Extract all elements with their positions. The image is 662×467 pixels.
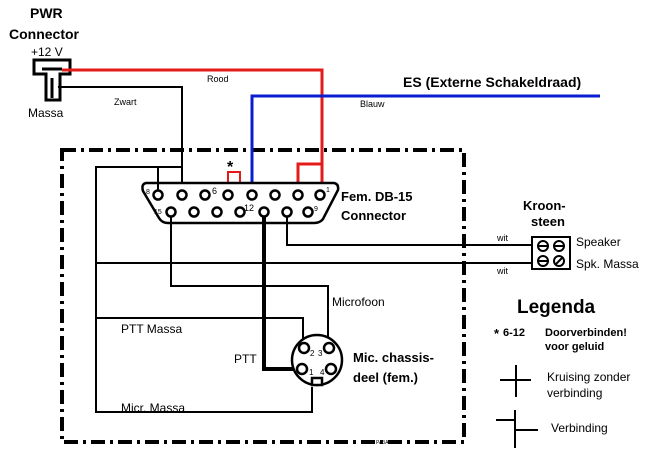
legend-junction-label: Verbinding [551,421,608,435]
db15-pin-12 [234,206,246,218]
mic-pin1-label: 1 [309,368,314,377]
blue-wire [250,94,600,190]
db15-pin-14 [188,206,200,218]
db15-pin-8 [152,189,164,201]
db15-pin6-label: 6 [212,186,217,196]
power-title-line2: Connector [9,26,80,42]
speaker-label: Speaker [576,235,621,249]
legend-title: Legenda [517,297,596,318]
bridge-star: * [227,159,234,176]
mic-title-line1: Mic. chassis- [353,350,434,365]
mic-pin-2 [297,341,311,355]
db15-pin-9 [302,206,314,218]
legend-note-line2: voor geluid [545,341,604,353]
red-wire-label: Rood [207,74,229,84]
footer-code: PA3AYI [376,440,393,446]
massa-label: Massa [28,106,64,120]
db15-pin8-label: 8 [146,189,150,196]
crossing-symbol-icon [500,365,531,397]
black-wire-label: Zwart [114,97,137,107]
radio-enclosure-border [60,148,466,444]
black-ground-wire [58,86,183,190]
kroonsteen-title-line2: steen [531,214,565,229]
db15-pin-7 [176,189,188,201]
red-wire [62,68,324,190]
db15-pin9-label: 9 [314,206,318,213]
wire2-label: wit [496,266,508,276]
blue-wire-label: Blauw [360,99,385,109]
ptt-wire [262,217,300,371]
db15-pin-15 [165,206,177,218]
micr-massa-label: Micr. Massa [121,401,185,415]
ptt-massa-wire [96,317,304,343]
db15-pin1-label: 1 [326,187,330,194]
db15-pin-13 [211,206,223,218]
mic-connector [290,333,344,387]
legend-crossing-line2: verbinding [547,386,602,400]
es-title: ES (Externe Schakeldraad) [403,74,581,90]
microfoon-label: Microfoon [332,295,385,309]
mic-pin-4 [324,362,338,376]
pin8-wire [95,166,313,413]
mic-pin2-label: 2 [310,349,315,358]
kroonsteen-block [531,236,571,270]
mic-key [310,376,324,387]
kroonsteen-title-line1: Kroon- [523,198,566,213]
power-connector [32,58,72,102]
spk-massa-label: Spk. Massa [576,257,639,271]
db15-pin-2 [292,189,304,201]
mic-pin4-label: 4 [320,368,325,377]
mic-pin3-label: 3 [318,349,323,358]
db15-pin-11 [258,206,270,218]
plus-12v-label: +12 V [31,45,63,59]
legend-crossing-line1: Kruising zonder [547,370,630,384]
junction-symbol-icon [496,410,538,448]
db15-title-line1: Fem. DB-15 [341,189,413,204]
speaker-wire [286,217,533,246]
db15-pins [152,189,326,218]
legend-note-pins: 6-12 [503,327,525,339]
mic-title-line2: deel (fem.) [353,370,418,385]
db15-title-line2: Connector [341,208,406,223]
db15-pin15-label: 15 [154,209,162,216]
red-wire-branch [296,162,322,190]
db15-pin12-label: 12 [244,203,254,213]
db15-pin-10 [281,206,293,218]
ptt-label: PTT [234,352,257,366]
power-title-line1: PWR [30,5,63,21]
db15-pin-6 [222,189,234,201]
legend-note-line1: Doorverbinden! [545,327,627,339]
wire1-label: wit [496,233,508,243]
ptt-massa-label: PTT Massa [121,322,182,336]
mic-pin-1 [295,362,309,376]
microfoon-wire [170,217,329,340]
db15-pin-4 [269,189,281,201]
db15-pin-5 [246,189,258,201]
legend-note-star: * [494,326,500,341]
db15-pin-1 [314,189,326,201]
mic-pin-3 [322,341,336,355]
db15-pin-6-left [199,189,211,201]
